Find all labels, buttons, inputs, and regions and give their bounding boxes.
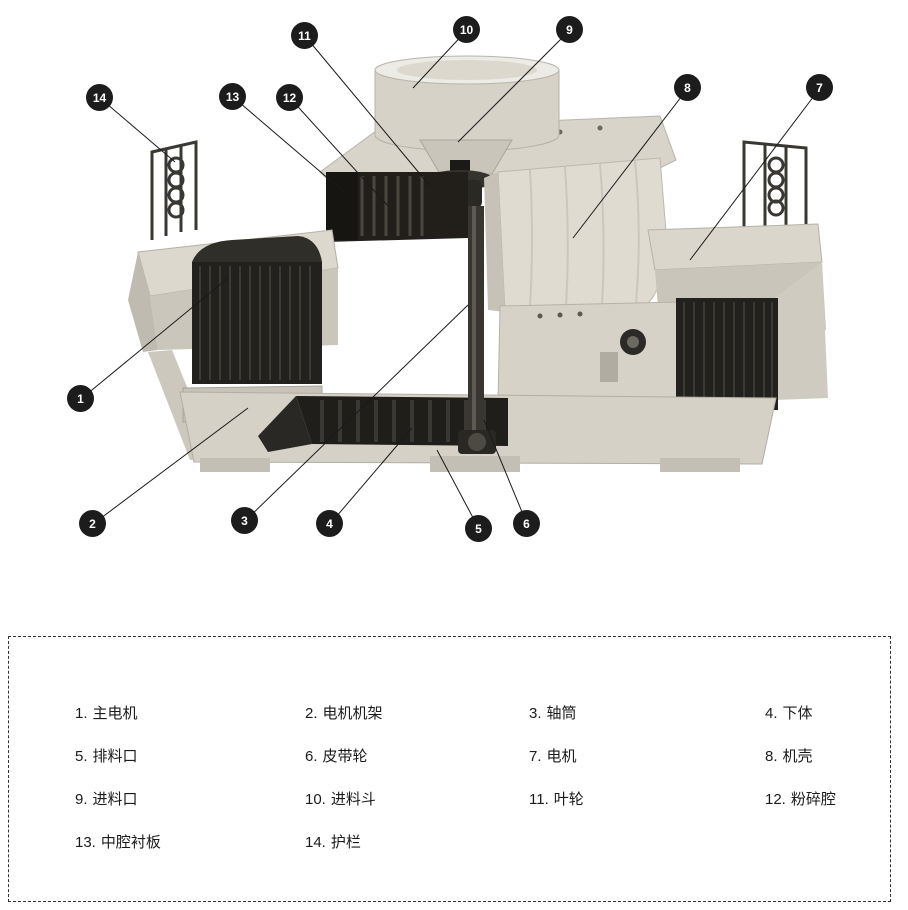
callout-badge-8: 8 bbox=[675, 75, 700, 100]
callout-badge-3: 3 bbox=[232, 508, 257, 533]
legend-item-number: 4. bbox=[765, 705, 778, 722]
right-guardrail-graphic bbox=[742, 140, 808, 233]
legend-item-number: 9. bbox=[75, 791, 88, 808]
legend-item-1: 1.主电机 bbox=[75, 702, 305, 723]
main-motor-graphic bbox=[192, 236, 322, 384]
legend-item-label: 排料口 bbox=[92, 748, 138, 765]
legend-item-label: 进料斗 bbox=[330, 791, 376, 808]
legend-box: 1.主电机 2.电机机架 3.轴筒 4.下体 5.排料口 6.皮带轮 7.电机 … bbox=[8, 636, 891, 902]
callout-badge-7: 7 bbox=[807, 75, 832, 100]
legend-item-label: 护栏 bbox=[330, 834, 361, 851]
legend-item-number: 5. bbox=[75, 748, 88, 765]
legend-item-label: 下体 bbox=[782, 705, 813, 722]
legend-item-label: 中腔衬板 bbox=[100, 834, 161, 851]
legend-item-4: 4.下体 bbox=[765, 702, 890, 723]
legend-item-label: 叶轮 bbox=[553, 791, 584, 808]
legend-item-label: 轴筒 bbox=[546, 705, 577, 722]
legend-item-3: 3.轴筒 bbox=[529, 702, 765, 723]
legend-item-label: 电机机架 bbox=[322, 705, 383, 722]
callout-badge-10: 10 bbox=[454, 17, 479, 42]
feed-hopper-graphic bbox=[374, 55, 560, 152]
legend-item-number: 3. bbox=[529, 705, 542, 722]
legend-item-number: 8. bbox=[765, 748, 778, 765]
legend-item-label: 粉碎腔 bbox=[790, 791, 836, 808]
callout-badge-12: 12 bbox=[277, 85, 302, 110]
callout-badge-2: 2 bbox=[80, 511, 105, 536]
callout-badge-6: 6 bbox=[514, 511, 539, 536]
legend-item-14: 14.护栏 bbox=[305, 831, 529, 852]
legend-item-number: 1. bbox=[75, 705, 88, 722]
shaft-pulley-graphic bbox=[458, 206, 496, 454]
legend-item-13: 13.中腔衬板 bbox=[75, 831, 305, 852]
leader-lines bbox=[80, 29, 821, 530]
legend-item-number: 11. bbox=[529, 791, 549, 808]
callout-badge-1: 1 bbox=[68, 386, 93, 411]
machine-illustration bbox=[80, 29, 828, 530]
legend-item-12: 12.粉碎腔 bbox=[765, 788, 890, 809]
base-feet-graphic bbox=[200, 456, 740, 472]
callout-badge-13: 13 bbox=[220, 84, 245, 109]
legend-item-number: 10. bbox=[305, 791, 326, 808]
machine-shell-graphic bbox=[484, 157, 667, 313]
callout-badge-5: 5 bbox=[466, 516, 491, 541]
crushing-chamber-graphic bbox=[326, 172, 468, 242]
right-motor-graphic bbox=[676, 298, 778, 410]
legend-item-number: 14. bbox=[305, 834, 326, 851]
callout-badge-9: 9 bbox=[557, 17, 582, 42]
legend-item-label: 主电机 bbox=[92, 705, 138, 722]
legend-item-7: 7.电机 bbox=[529, 745, 765, 766]
legend-item-8: 8.机壳 bbox=[765, 745, 890, 766]
callout-badge-14: 14 bbox=[87, 85, 112, 110]
machine-diagram-area: 1 2 3 4 5 6 7 8 9 10 11 12 13 14 bbox=[68, 17, 832, 541]
legend-item-number: 2. bbox=[305, 705, 318, 722]
legend-item-2: 2.电机机架 bbox=[305, 702, 529, 723]
callout-badge-11: 11 bbox=[292, 23, 317, 48]
legend-item-6: 6.皮带轮 bbox=[305, 745, 529, 766]
legend-item-10: 10.进料斗 bbox=[305, 788, 529, 809]
legend-item-label: 进料口 bbox=[92, 791, 138, 808]
legend-item-5: 5.排料口 bbox=[75, 745, 305, 766]
legend-item-number: 6. bbox=[305, 748, 318, 765]
left-guardrail-graphic bbox=[150, 140, 198, 240]
legend-item-number: 13. bbox=[75, 834, 96, 851]
legend-item-label: 机壳 bbox=[782, 748, 813, 765]
legend-item-11: 11.叶轮 bbox=[529, 788, 765, 809]
legend-item-number: 7. bbox=[529, 748, 542, 765]
legend-item-label: 皮带轮 bbox=[322, 748, 368, 765]
legend-item-label: 电机 bbox=[546, 748, 577, 765]
legend-item-9: 9.进料口 bbox=[75, 788, 305, 809]
legend-item-number: 12. bbox=[765, 791, 786, 808]
callout-badge-4: 4 bbox=[317, 511, 342, 536]
